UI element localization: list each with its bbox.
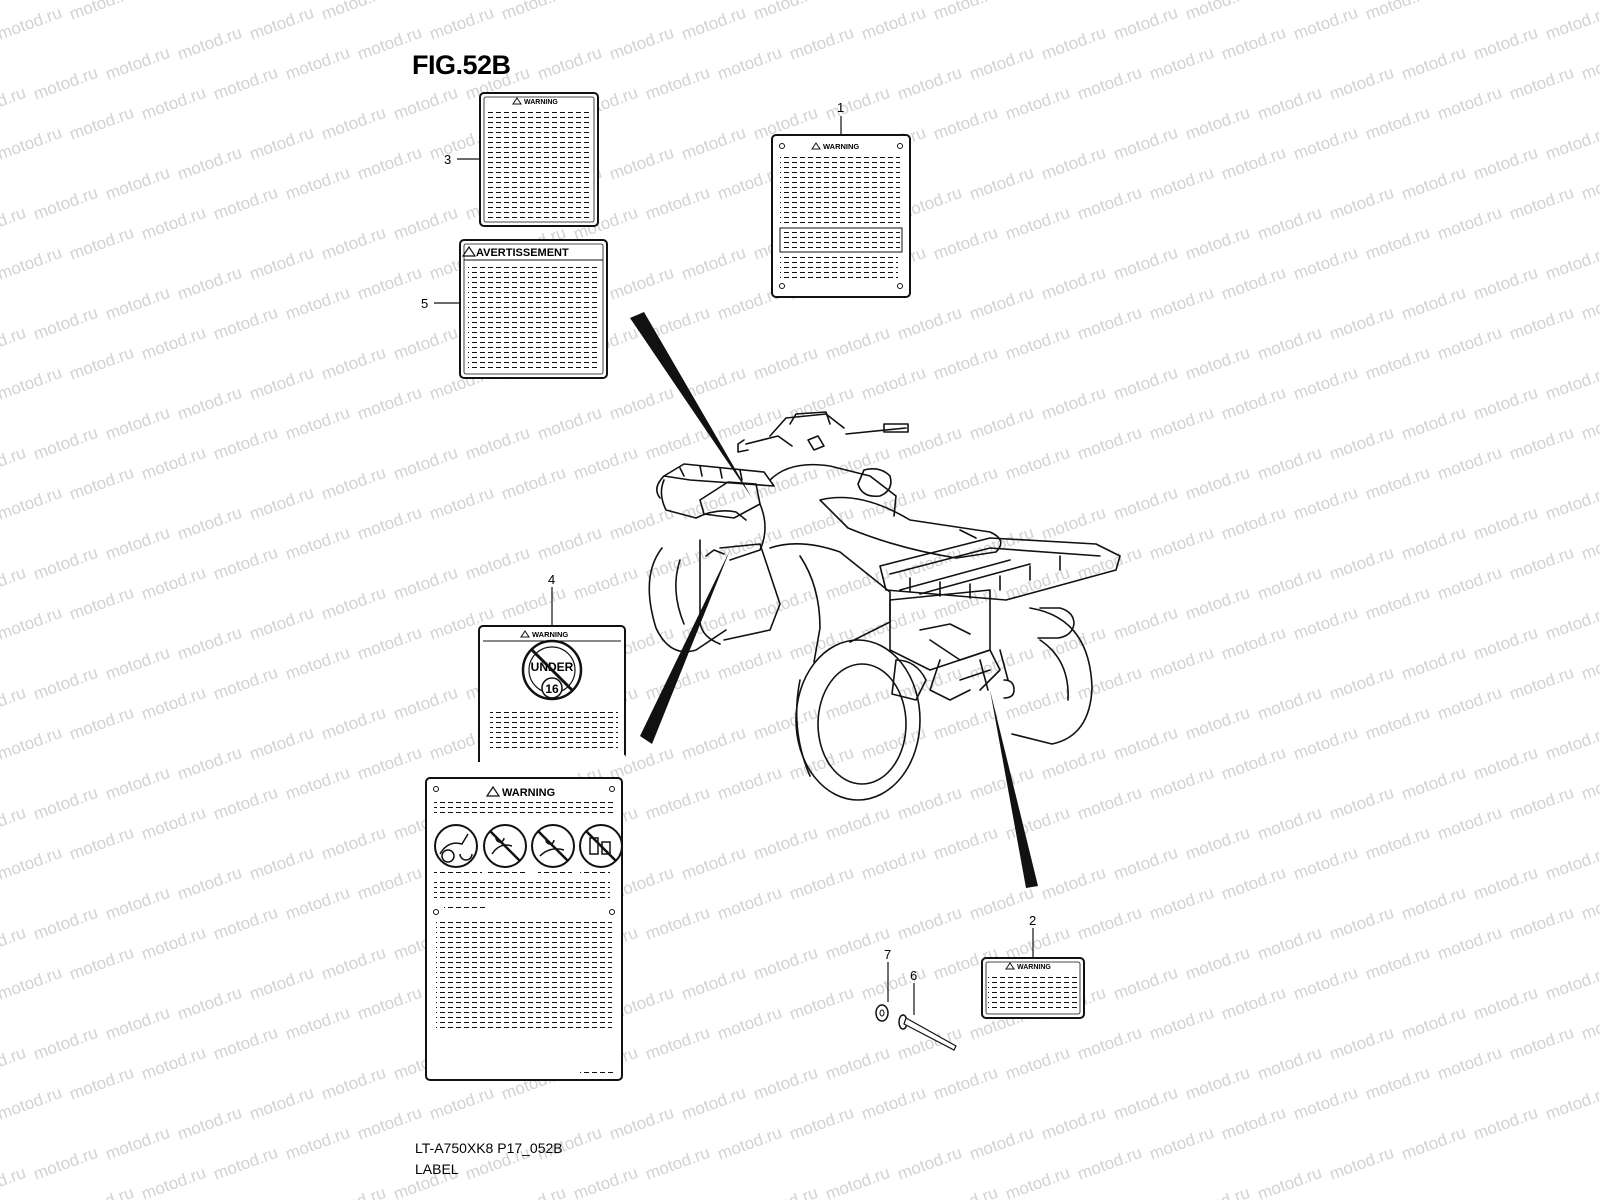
label-5-text-lines: [468, 264, 600, 370]
no-alcohol-icon: [579, 824, 623, 868]
leader-wedge-right: [990, 690, 1038, 888]
callout-2: 2: [1029, 913, 1036, 928]
callout-3: 3: [444, 152, 451, 167]
warning-triangle-icon: [811, 142, 821, 150]
label-3-text-lines: [486, 110, 590, 218]
label-5-heading: AVERTISSEMENT: [476, 247, 569, 259]
label-2[interactable]: WARNING: [981, 957, 1085, 1019]
rivet-part-6[interactable]: [898, 1014, 957, 1051]
warning-triangle-icon: [485, 785, 501, 797]
no-passenger-icon: [483, 824, 527, 868]
callout-5: 5: [421, 296, 428, 311]
no-road-icon: [531, 824, 575, 868]
leader-wedge-lower: [640, 550, 730, 744]
callout-1: 1: [837, 100, 844, 115]
warning-triangle-icon: [520, 630, 530, 638]
label-4-bottom-heading: WARNING: [502, 787, 555, 799]
figure-title: FIG.52B: [412, 50, 511, 80]
label-5[interactable]: AVERTISSEMENT: [459, 239, 608, 379]
washer-part-7[interactable]: [875, 1004, 889, 1022]
label-1[interactable]: WARNING: [771, 134, 911, 298]
atv-illustration: [648, 411, 1121, 801]
warning-triangle-icon: [461, 245, 477, 257]
callout-6: 6: [910, 968, 917, 983]
label-2-text-lines: [988, 974, 1078, 1012]
label-4[interactable]: WARNING UNDER 16 WARNING: [425, 625, 626, 1081]
warning-triangle-icon: [1005, 962, 1015, 970]
figure-name: LABEL: [415, 1161, 459, 1177]
badge-under-text: UNDER: [531, 660, 574, 674]
callout-4: 4: [548, 572, 555, 587]
warning-triangle-icon: [512, 97, 522, 105]
label-3[interactable]: WARNING: [479, 92, 599, 227]
atv-warning-icon: [434, 824, 478, 868]
label-4-bottom-text-lines: [436, 920, 612, 1030]
callout-7: 7: [884, 947, 891, 962]
label-4-top-text-lines: [490, 708, 618, 750]
under-16-badge: UNDER 16: [521, 639, 583, 701]
label-3-heading: WARNING: [524, 99, 558, 106]
figure-code: LT-A750XK8 P17_052B: [415, 1140, 563, 1156]
label-1-text-lines: [780, 156, 900, 226]
label-4-top-heading: WARNING: [532, 630, 568, 639]
badge-age-number: 16: [545, 682, 559, 696]
leader-wedge-upper: [630, 312, 752, 498]
label-2-heading: WARNING: [1017, 964, 1051, 971]
label-1-heading: WARNING: [823, 142, 859, 151]
